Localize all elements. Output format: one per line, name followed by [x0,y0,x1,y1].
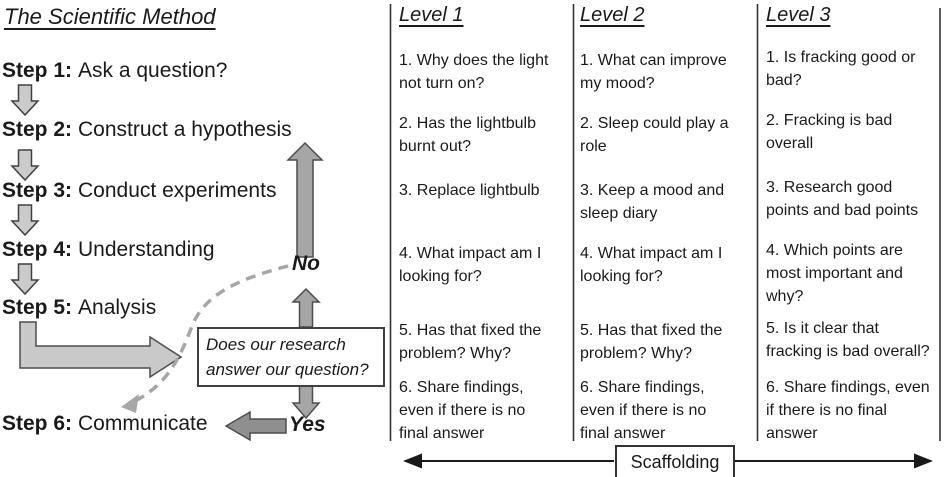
step-5: Step 5:Analysis [2,295,156,321]
level-1-item-4: 4. What impact am I looking for? [399,245,542,285]
step-3: Step 3:Conduct experiments [2,178,276,204]
step-3-text: Conduct experiments [78,179,277,202]
level-1-item-1: 1. Why does the light not turn on? [399,52,549,92]
level-2-item-3: 3. Keep a mood and sleep diary [580,182,725,222]
step-3-prefix: Step 3: [2,179,73,202]
dashed-arrowhead-icon [121,394,139,413]
dashed-feedback-arrow-icon [132,264,289,404]
level-3-item-4: 4. Which points are most important and w… [766,242,903,305]
level-2-item-1: 1. What can improve my mood? [580,52,727,92]
step-1-text: Ask a question? [78,59,228,82]
down-arrow-icon [10,263,40,296]
step-5-text: Analysis [78,296,157,319]
level-2-item-4: 4. What impact am I looking for? [580,245,723,285]
level-3-item-5: 5. Is it clear that fracking is bad over… [766,320,930,360]
step-2-prefix: Step 2: [2,118,73,141]
step-4-text: Understanding [78,238,215,261]
level-3-item-6: 6. Share findings, even if there is no f… [766,379,930,442]
step-6: Step 6:Communicate [2,411,208,437]
step-6-prefix: Step 6: [2,412,73,435]
yes-label: Yes [289,413,326,436]
step-6-text: Communicate [78,412,208,435]
step-2: Step 2:Construct a hypothesis [2,117,292,143]
step-1: Step 1:Ask a question? [2,58,227,84]
yes-left-arrow-icon [224,410,287,442]
down-arrow-icon [10,84,40,117]
level-1-item-2: 2. Has the lightbulb burnt out? [399,115,536,155]
elbow-right-arrow-icon [19,321,183,379]
step-1-prefix: Step 1: [2,59,73,82]
down-arrow-icon [10,149,40,182]
step-5-prefix: Step 5: [2,296,73,319]
down-arrow-icon [10,204,40,237]
level-2-item-6: 6. Share findings, even if there is no f… [580,379,707,442]
level-3-item-1: 1. Is fracking good or bad? [766,49,916,89]
step-4-prefix: Step 4: [2,238,73,261]
decision-box: Does our research answer our question? [197,327,385,387]
step-4: Step 4:Understanding [2,237,215,263]
step-2-text: Construct a hypothesis [78,118,292,141]
level-3-item-3: 3. Research good points and bad points [766,179,919,219]
no-label: No [292,252,320,275]
level-1-item-5: 5. Has that fixed the problem? Why? [399,322,542,362]
scaffolding-label: Scaffolding [630,451,720,472]
level-3-item-2: 2. Fracking is bad overall [766,112,893,152]
scaffolding-double-arrow-icon [403,453,933,469]
level-2-item-2: 2. Sleep could play a role [580,115,729,155]
level-1-title: Level 1 [399,4,464,26]
level-2-item-5: 5. Has that fixed the problem? Why? [580,322,723,362]
level-3-title: Level 3 [766,4,831,26]
scaffolding-box: Scaffolding [615,445,735,477]
page-title: The Scientific Method [4,4,216,29]
level-2-title: Level 2 [580,4,645,26]
level-1-item-6: 6. Share findings, even if there is no f… [399,379,526,442]
no-up-arrow-icon [291,287,321,328]
level-1-item-3: 3. Replace lightbulb [399,182,540,199]
feedback-up-arrow-icon [286,141,324,258]
